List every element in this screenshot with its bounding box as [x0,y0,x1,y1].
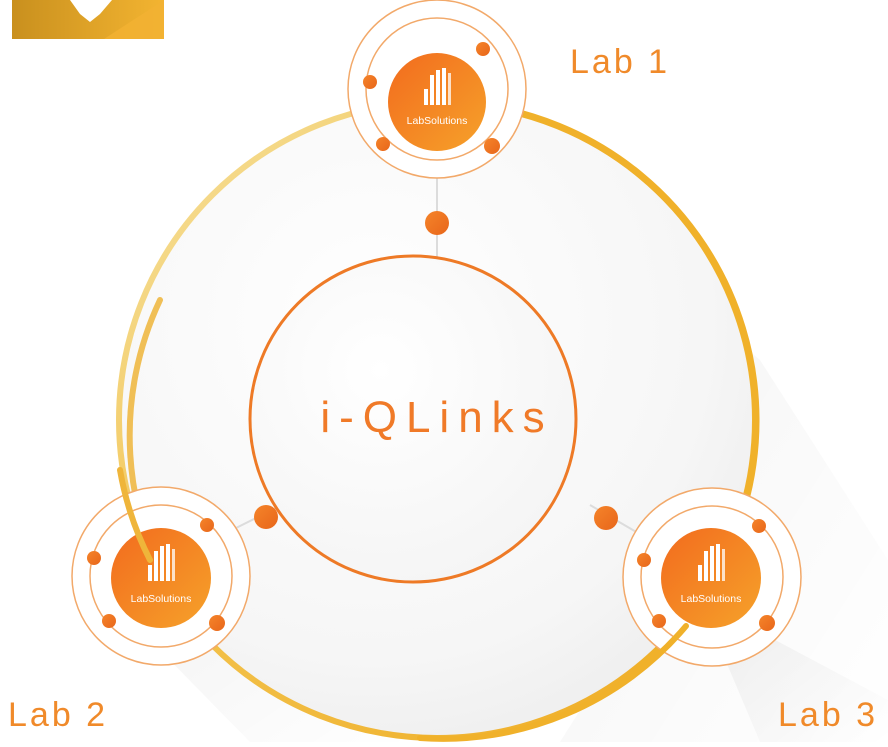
connector-dot-left [254,505,278,529]
lab-label-1: Lab 1 [570,43,670,81]
lab-label-2: Lab 2 [8,696,108,734]
bar-chart-icon [698,544,725,581]
connector-dot-top [425,211,449,235]
corner-logo [12,0,164,39]
labsolutions-label-3: LabSolutions [681,593,742,605]
lab-label-3: Lab 3 [778,696,878,734]
lab-node-1[interactable]: LabSolutions [347,0,527,179]
bar-chart-icon [148,544,175,581]
outer-ring-arc-bottom [417,623,689,742]
lab-node-3[interactable]: LabSolutions [622,487,802,667]
lab-node-2[interactable]: LabSolutions [71,486,251,666]
center-label: i-QLinks [320,393,553,442]
labsolutions-label-1: LabSolutions [407,115,468,127]
outer-ring-arc-lab2 [117,467,153,563]
connector-dot-right [594,506,618,530]
center-hub [248,254,578,584]
labsolutions-label-2: LabSolutions [131,593,192,605]
bar-chart-icon [424,68,451,105]
